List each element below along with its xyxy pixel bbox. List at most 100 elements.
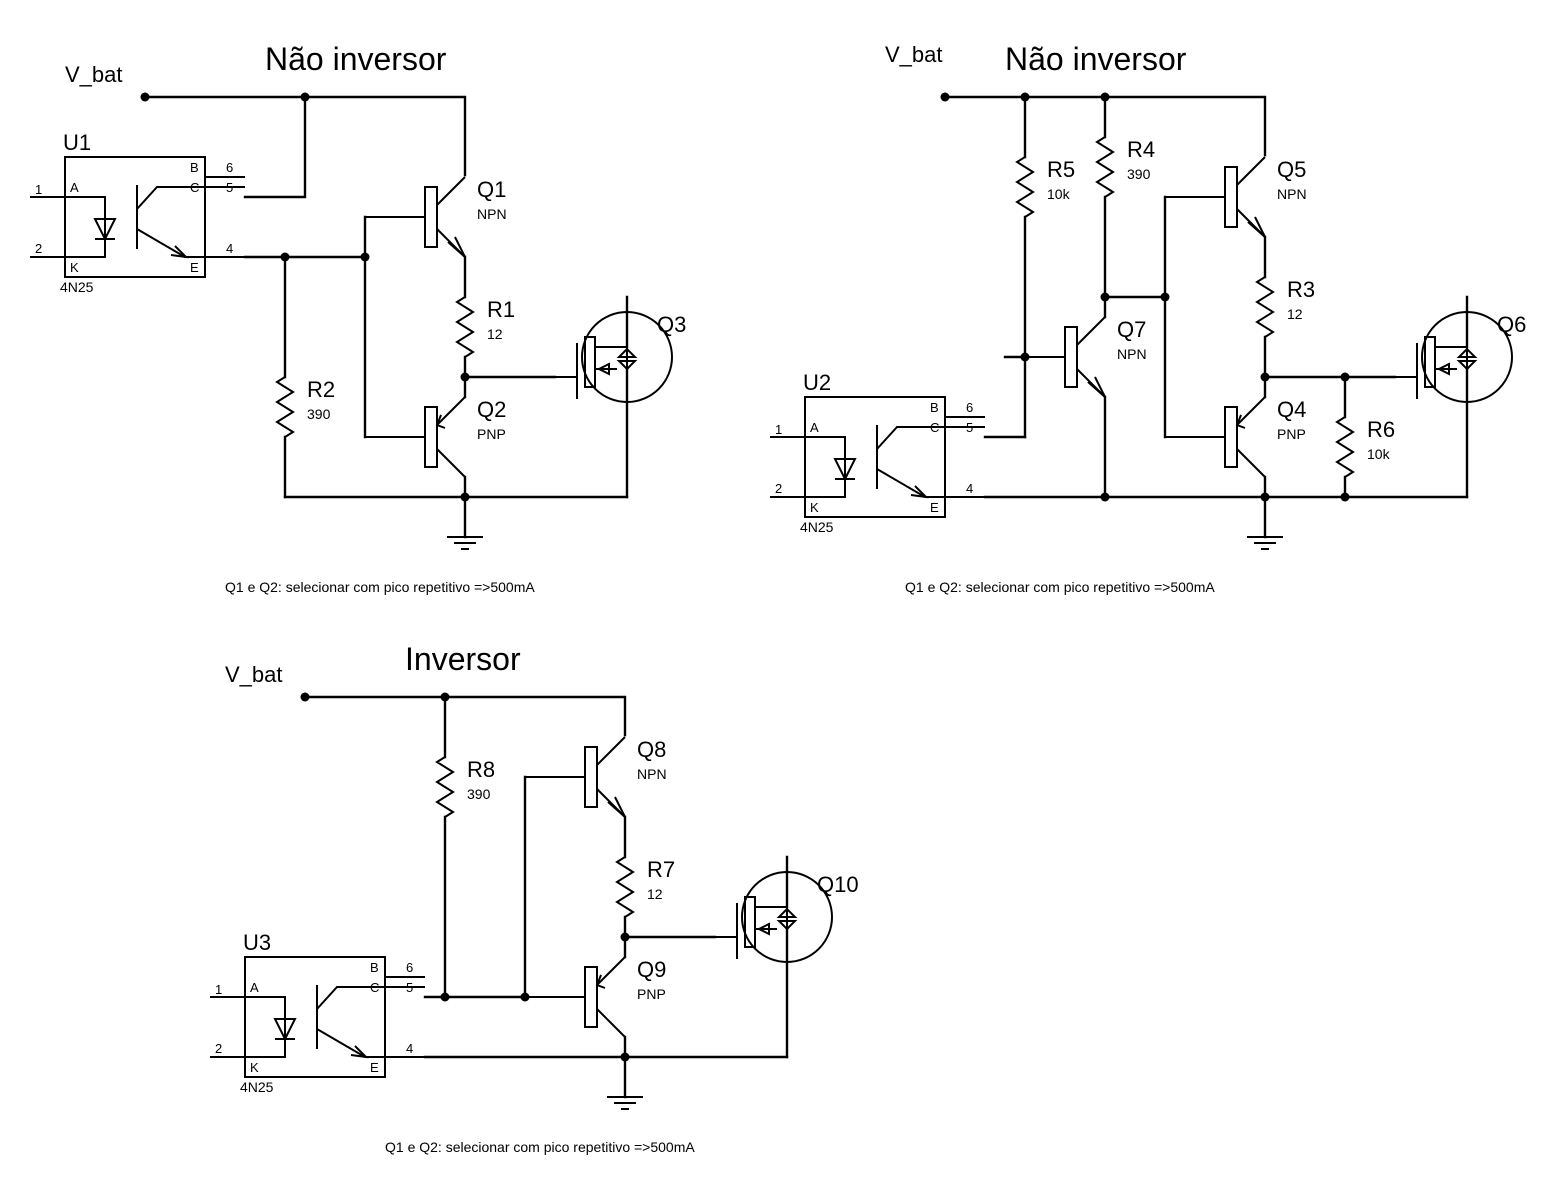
- svg-text:1: 1: [215, 982, 222, 997]
- vbat-rail: [303, 695, 627, 737]
- svg-text:NPN: NPN: [477, 206, 507, 222]
- svg-text:NPN: NPN: [637, 766, 667, 782]
- mosfet-q6: [1394, 311, 1513, 403]
- transistor-q2: [364, 396, 466, 478]
- transistor-q4: [1164, 396, 1266, 478]
- svg-text:5: 5: [226, 180, 233, 195]
- svg-text:E: E: [190, 260, 199, 275]
- svg-text:Q4: Q4: [1277, 397, 1306, 422]
- mosfet-q10: [714, 871, 833, 963]
- svg-text:K: K: [70, 260, 79, 275]
- svg-text:4: 4: [226, 241, 233, 256]
- resistor-r3: [1256, 276, 1274, 338]
- svg-text:6: 6: [406, 960, 413, 975]
- circuit-title: Inversor: [405, 641, 521, 677]
- svg-text:C: C: [190, 180, 199, 195]
- opto-part: 4N25: [800, 519, 834, 535]
- svg-text:Q8: Q8: [637, 737, 666, 762]
- opto-ref: U3: [243, 930, 271, 955]
- design-note: Q1 e Q2: selecionar com pico repetitivo …: [905, 579, 1215, 595]
- svg-text:PNP: PNP: [477, 426, 506, 442]
- opto-part: 4N25: [240, 1079, 274, 1095]
- vbat-rail: [943, 95, 1267, 157]
- resistor-r2: [276, 376, 294, 438]
- svg-text:Q7: Q7: [1117, 317, 1146, 342]
- svg-text:10k: 10k: [1047, 186, 1071, 202]
- resistor-r7: [616, 856, 634, 918]
- svg-text:10k: 10k: [1367, 446, 1391, 462]
- resistor-r5: [1016, 156, 1034, 218]
- resistor-r1: [456, 296, 474, 358]
- svg-text:C: C: [930, 420, 939, 435]
- svg-text:390: 390: [1127, 166, 1151, 182]
- svg-text:R5: R5: [1047, 157, 1075, 182]
- svg-text:12: 12: [1287, 306, 1303, 322]
- svg-text:E: E: [370, 1060, 379, 1075]
- svg-text:1: 1: [35, 182, 42, 197]
- svg-text:Q9: Q9: [637, 957, 666, 982]
- transistor-q1: [364, 176, 466, 258]
- mosfet-q3: [554, 311, 673, 403]
- optocoupler-u2: [769, 396, 986, 518]
- opto-ref: U1: [63, 130, 91, 155]
- svg-text:1: 1: [775, 422, 782, 437]
- svg-text:E: E: [930, 500, 939, 515]
- svg-text:NPN: NPN: [1277, 186, 1307, 202]
- svg-text:C: C: [370, 980, 379, 995]
- svg-text:6: 6: [966, 400, 973, 415]
- svg-text:PNP: PNP: [1277, 426, 1306, 442]
- svg-text:390: 390: [467, 786, 491, 802]
- svg-text:A: A: [810, 420, 819, 435]
- svg-text:R1: R1: [487, 297, 515, 322]
- design-note: Q1 e Q2: selecionar com pico repetitivo …: [385, 1139, 695, 1155]
- svg-text:Q3: Q3: [657, 312, 686, 337]
- ground-symbol: [606, 1096, 644, 1110]
- resistor-r4: [1096, 136, 1114, 198]
- svg-text:2: 2: [775, 481, 782, 496]
- circuit-non-inverting-2: Não inversor V_bat R5 10k R4 390 Q7 NPN …: [769, 41, 1526, 595]
- svg-text:K: K: [810, 500, 819, 515]
- circuit-inverting: Inversor V_bat R8 390 U3 4N25 1 2 6 5 4 …: [209, 641, 859, 1155]
- circuit-title: Não inversor: [265, 41, 447, 77]
- transistor-q9: [524, 956, 626, 1038]
- svg-text:B: B: [190, 160, 199, 175]
- supply-label: V_bat: [885, 42, 943, 67]
- opto-ref: U2: [803, 370, 831, 395]
- svg-text:4: 4: [966, 481, 973, 496]
- svg-text:R4: R4: [1127, 137, 1155, 162]
- svg-text:A: A: [250, 980, 259, 995]
- svg-text:12: 12: [487, 326, 503, 342]
- svg-text:R6: R6: [1367, 417, 1395, 442]
- svg-text:2: 2: [35, 241, 42, 256]
- svg-text:R3: R3: [1287, 277, 1315, 302]
- opto-part: 4N25: [60, 279, 94, 295]
- svg-text:390: 390: [307, 406, 331, 422]
- svg-text:B: B: [370, 960, 379, 975]
- svg-text:PNP: PNP: [637, 986, 666, 1002]
- ground-symbol: [446, 536, 484, 550]
- svg-text:R2: R2: [307, 377, 335, 402]
- transistor-q8: [524, 736, 626, 818]
- ground-symbol: [1246, 536, 1284, 550]
- circuit-non-inverting-1: Não inversor V_bat U1 4N25 1 2 6 5 4 A K…: [29, 41, 686, 595]
- transistor-q5: [1164, 156, 1266, 238]
- svg-text:R8: R8: [467, 757, 495, 782]
- svg-text:A: A: [70, 180, 79, 195]
- supply-label: V_bat: [65, 62, 123, 87]
- svg-text:Q6: Q6: [1497, 312, 1526, 337]
- svg-text:12: 12: [647, 886, 663, 902]
- svg-text:2: 2: [215, 1041, 222, 1056]
- svg-text:5: 5: [966, 420, 973, 435]
- resistor-r8: [436, 756, 454, 818]
- circuit-title: Não inversor: [1005, 41, 1187, 77]
- svg-text:Q2: Q2: [477, 397, 506, 422]
- svg-text:B: B: [930, 400, 939, 415]
- supply-label: V_bat: [225, 662, 283, 687]
- design-note: Q1 e Q2: selecionar com pico repetitivo …: [225, 579, 535, 595]
- svg-text:Q5: Q5: [1277, 157, 1306, 182]
- svg-text:K: K: [250, 1060, 259, 1075]
- svg-text:NPN: NPN: [1117, 346, 1147, 362]
- resistor-r6: [1336, 416, 1354, 478]
- svg-text:R7: R7: [647, 857, 675, 882]
- vbat-rail: [143, 95, 467, 177]
